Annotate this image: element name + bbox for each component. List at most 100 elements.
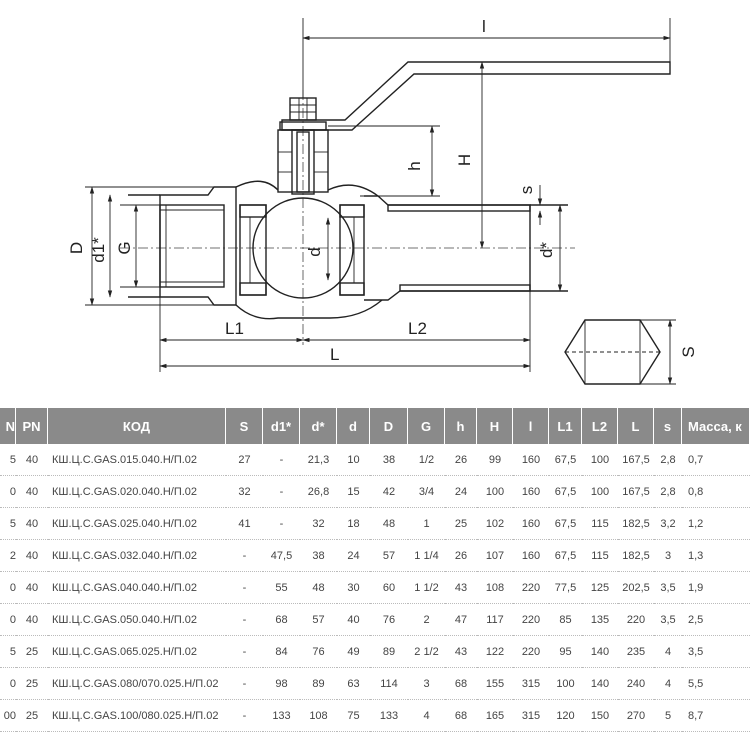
table-cell: 99 [477,444,513,476]
table-cell: 40 [16,476,48,508]
table-cell: 133 [370,700,408,732]
table-cell: 1 [408,508,445,540]
table-cell: КШ.Ц.С.GAS.100/080.025.Н/П.02 [48,700,226,732]
table-cell: 2,8 [654,444,682,476]
table-cell: 315 [513,700,549,732]
dim-G: G [115,204,160,288]
table-cell: 40 [16,604,48,636]
table-cell: 2,5 [682,604,750,636]
table-cell: 40 [16,572,48,604]
table-cell: 40 [16,540,48,572]
table-cell: 1/2 [408,444,445,476]
table-cell: КШ.Ц.С.GAS.040.040.Н/П.02 [48,572,226,604]
table-cell: 5 [0,508,16,540]
table-cell: 135 [582,604,618,636]
table-cell: 165 [477,700,513,732]
table-cell: 4 [654,668,682,700]
valve-body-center [235,180,383,320]
col-header: d* [300,408,337,444]
table-cell: 25 [16,636,48,668]
table-cell: 202,5 [618,572,654,604]
table-cell: 133 [263,700,300,732]
dim-d1: d1* [89,194,113,298]
table-cell: 85 [549,604,582,636]
table-cell: 26 [445,444,477,476]
table-cell: 32 [226,476,263,508]
table-cell: 4 [408,700,445,732]
table-cell: 10 [337,444,370,476]
table-cell: 24 [445,476,477,508]
table-cell: 167,5 [618,476,654,508]
table-cell: 220 [618,604,654,636]
table-cell: КШ.Ц.С.GAS.020.040.Н/П.02 [48,476,226,508]
table-cell: 2 [0,540,16,572]
table-cell: 100 [477,476,513,508]
table-cell: 5,5 [682,668,750,700]
table-cell: 89 [300,668,337,700]
table-cell: 57 [300,604,337,636]
table-cell: - [226,700,263,732]
table-cell: - [226,668,263,700]
col-header: L1 [549,408,582,444]
table-cell: 67,5 [549,476,582,508]
table-cell: 26 [445,540,477,572]
table-cell: 76 [300,636,337,668]
table-cell: 0 [0,668,16,700]
dim-L2-label: L2 [408,319,427,338]
table-cell: 100 [582,476,618,508]
table-cell: КШ.Ц.С.GAS.050.040.Н/П.02 [48,604,226,636]
col-header: N [0,408,16,444]
table-cell: 47 [445,604,477,636]
dim-G-label: G [115,241,134,254]
table-cell: 57 [370,540,408,572]
table-cell: 115 [582,540,618,572]
table-cell: 48 [300,572,337,604]
table-cell: 1 1/4 [408,540,445,572]
col-header: d [337,408,370,444]
table-header-row: N PN КОД S d1* d* d D G h H l L1 L2 L s … [0,408,750,444]
table-cell: КШ.Ц.С.GAS.015.040.Н/П.02 [48,444,226,476]
dim-s-wall-label: s [517,186,536,195]
table-cell: 25 [16,668,48,700]
table-cell: КШ.Ц.С.GAS.032.040.Н/П.02 [48,540,226,572]
table-cell: 0,7 [682,444,750,476]
col-header: h [445,408,477,444]
table-cell: 25 [445,508,477,540]
col-header: l [513,408,549,444]
dim-L2: L2 [302,291,531,372]
table-cell: 150 [582,700,618,732]
col-header: КОД [48,408,226,444]
table-cell: 67,5 [549,444,582,476]
dim-d-star-label: d* [537,242,556,258]
table-cell: 114 [370,668,408,700]
table-cell: 3 [408,668,445,700]
table-cell: 1,9 [682,572,750,604]
col-header: d1* [263,408,300,444]
table-cell: КШ.Ц.С.GAS.080/070.025.Н/П.02 [48,668,226,700]
table-cell: - [226,572,263,604]
col-header: G [408,408,445,444]
table-cell: 3 [654,540,682,572]
table-cell: 235 [618,636,654,668]
table-cell: 68 [263,604,300,636]
table-cell: 3,5 [654,572,682,604]
table-cell: 25 [16,700,48,732]
dim-d-star: d* [537,204,563,292]
table-cell: 102 [477,508,513,540]
table-cell: 182,5 [618,508,654,540]
table-cell: 160 [513,508,549,540]
table-cell: 3,2 [654,508,682,540]
table-cell: 160 [513,444,549,476]
dim-l: l [302,17,671,98]
dim-d: d [305,217,331,281]
table-cell: 160 [513,476,549,508]
table-cell: 100 [582,444,618,476]
table-cell: 77,5 [549,572,582,604]
table-cell: 40 [16,508,48,540]
